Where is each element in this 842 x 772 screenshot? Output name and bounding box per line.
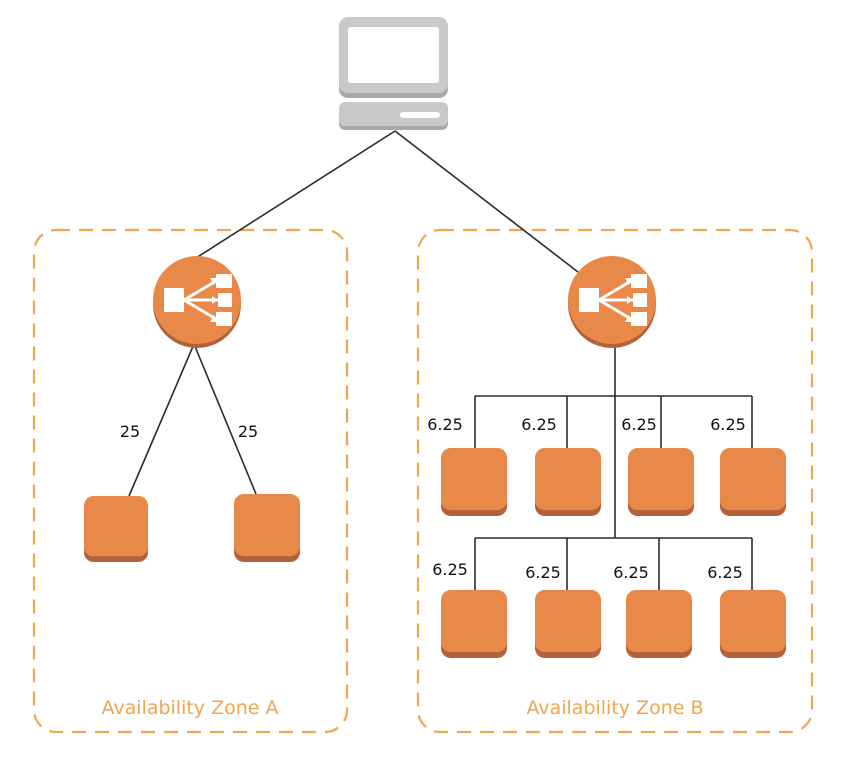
- instance-icon: [234, 494, 300, 562]
- edge-client-to-lb-a: [195, 130, 396, 259]
- instance-icon: [626, 590, 692, 658]
- zone-a-boundary: [32, 228, 349, 734]
- instance-icon: [628, 448, 694, 516]
- zone-b-boundary: [416, 228, 814, 734]
- instance-icon: [720, 590, 786, 658]
- instance-icon: [441, 448, 507, 516]
- instance-icon: [720, 448, 786, 516]
- edge-client-to-lb-b: [394, 130, 579, 273]
- instance-icon: [441, 590, 507, 658]
- zone-a-label: Availability Zone A: [101, 697, 278, 719]
- weight-label: 25: [120, 422, 140, 441]
- zone-b-label: Availability Zone B: [526, 697, 703, 719]
- load-balancer-icon: [151, 254, 243, 348]
- load-balancer-icon: [566, 254, 658, 348]
- instance-icon: [84, 496, 148, 562]
- weight-label: 6.25: [613, 563, 649, 582]
- weight-label: 25: [238, 422, 258, 441]
- edge-lb-a-to-instance: [193, 343, 257, 495]
- zone-b-edges: [474, 346, 753, 590]
- weight-label: 6.25: [432, 560, 468, 579]
- edge-lb-a-to-instance: [128, 343, 195, 497]
- weight-label: 6.25: [707, 563, 743, 582]
- weight-label: 6.25: [521, 415, 557, 434]
- desktop-computer-icon: [339, 17, 448, 130]
- weight-label: 6.25: [621, 415, 657, 434]
- instance-icon: [535, 448, 601, 516]
- weight-label: 6.25: [427, 415, 463, 434]
- instance-icon: [535, 590, 601, 658]
- weight-label: 6.25: [525, 563, 561, 582]
- weight-label: 6.25: [710, 415, 746, 434]
